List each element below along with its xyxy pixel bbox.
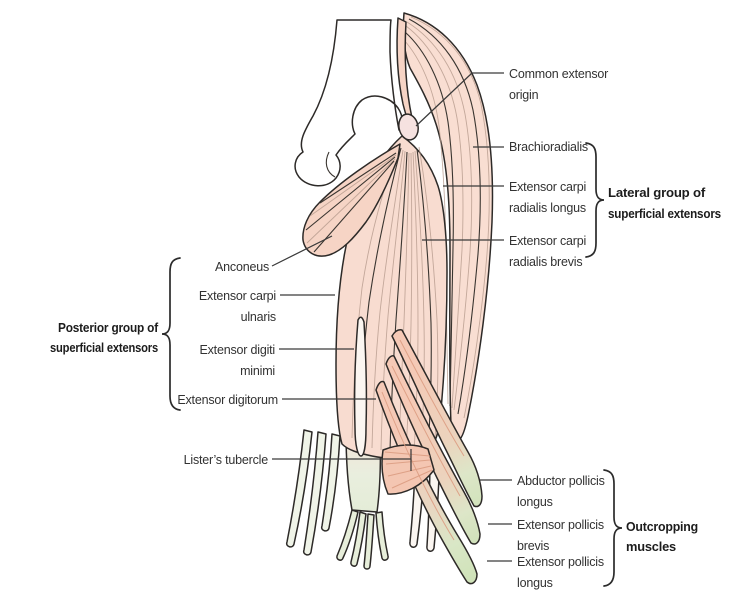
outcropping-muscles [375,329,483,585]
label-epl-line1: Extensor pollicis [517,555,604,569]
humerus-bone [294,19,403,187]
digit-tendon-fan [336,509,389,570]
epl-band [375,380,478,585]
apl-belly-fan [381,444,435,495]
label-epb: Extensor pollicis brevis [517,518,604,553]
label-ecu-line1: Extensor carpi [199,289,276,303]
label-apl-line1: Abductor pollicis [517,474,605,488]
leader-lines [271,72,512,562]
group-label-outcropping: Outcropping muscles [626,519,698,554]
label-ecrb-line1: Extensor carpi [509,234,586,248]
group-lateral-line2: superficial extensors [608,206,721,221]
accessory-tendon-strap [320,433,341,532]
label-epl: Extensor pollicis longus [517,555,604,590]
label-edm: Extensor digiti minimi [199,343,275,378]
label-anconeus: Anconeus [215,260,269,274]
group-outcropping-line1: Outcropping [626,519,698,534]
label-origin-line1: Common extensor [509,67,608,81]
anconeus-striations [305,152,397,253]
label-epl-line2: longus [517,576,553,590]
label-brachioradialis: Brachioradialis [509,140,588,154]
label-ecrl-line1: Extensor carpi [509,180,586,194]
group-label-lateral: Lateral group of superficial extensors [608,185,721,221]
label-ecu-line2: ulnaris [241,310,276,324]
trochlea-detail-line [325,151,336,178]
humerus-outline [294,19,403,187]
label-apl-line2: longus [517,495,553,509]
label-common-extensor-origin: Common extensor origin [509,67,608,102]
lateral-group-brace [585,142,605,258]
label-listers-tubercle: Lister’s tubercle [184,453,269,467]
label-apl: Abductor pollicis longus [517,474,605,509]
posterior-group-brace [161,257,181,411]
epb-band [385,355,481,545]
label-edm-line2: minimi [240,364,275,378]
edm-intermuscular-sliver [353,316,368,457]
label-epb-line2: brevis [517,539,549,553]
group-outcropping-line2: muscles [626,539,676,554]
label-edm-line1: Extensor digiti [199,343,275,357]
label-ecrb-line2: radialis brevis [509,255,582,269]
group-posterior-line2: superficial extensors [50,340,158,355]
labels: Common extensor origin Brachioradialis E… [50,67,721,590]
outcropping-group-brace [603,469,623,587]
origin-leader [415,72,504,127]
crescent-striations [403,16,490,419]
label-ecrl-line2: radialis longus [509,201,586,215]
label-ecrl: Extensor carpi radialis longus [509,180,586,215]
label-origin-line2: origin [509,88,539,102]
anconeus-muscle [302,143,401,257]
outcropping-striations [381,339,465,541]
label-ecu: Extensor carpi ulnaris [199,289,276,324]
label-extensor-digitorum: Extensor digitorum [177,393,278,407]
group-label-posterior: Posterior group of superficial extensors [50,320,159,355]
label-ecrb: Extensor carpi radialis brevis [509,234,586,269]
label-epb-line1: Extensor pollicis [517,518,604,532]
edm-tendon-strap [302,431,327,556]
group-lateral-line1: Lateral group of [608,185,706,200]
group-braces [161,142,623,587]
group-posterior-line1: Posterior group of [58,320,159,335]
anconeus-leader [271,235,333,267]
apl-band [391,329,483,508]
